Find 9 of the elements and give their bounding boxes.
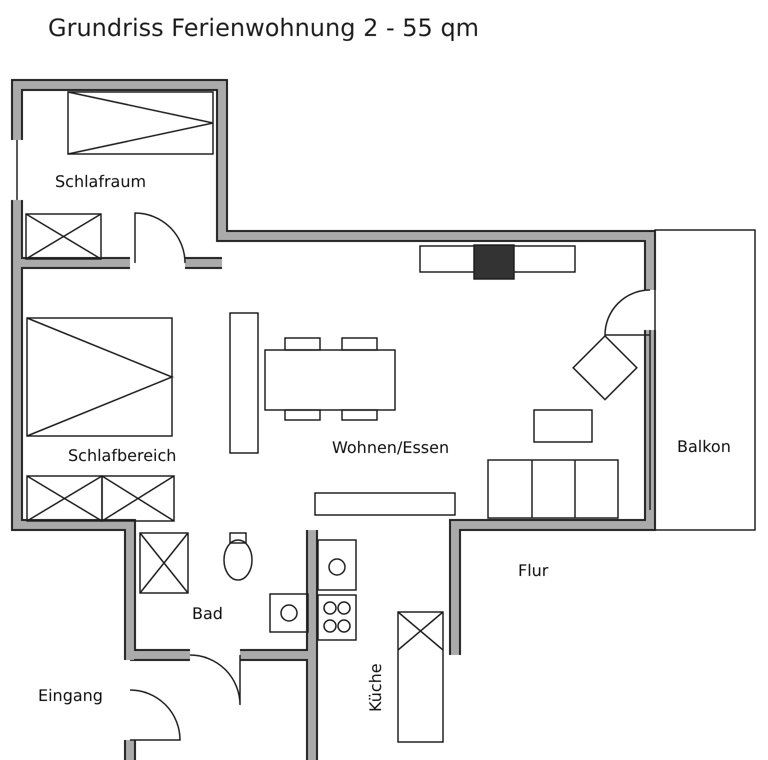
room-label: Bad: [192, 604, 223, 623]
room-label: Küche: [366, 663, 385, 712]
title: Grundriss Ferienwohnung 2 - 55 qm: [48, 14, 480, 42]
room-label: Wohnen/Essen: [332, 438, 450, 457]
room-label: Balkon: [677, 437, 731, 456]
room-label: Eingang: [38, 686, 103, 705]
room-label: Schlafraum: [55, 172, 146, 191]
room-label: Flur: [518, 561, 548, 580]
room-label: Schlafbereich: [68, 446, 176, 465]
